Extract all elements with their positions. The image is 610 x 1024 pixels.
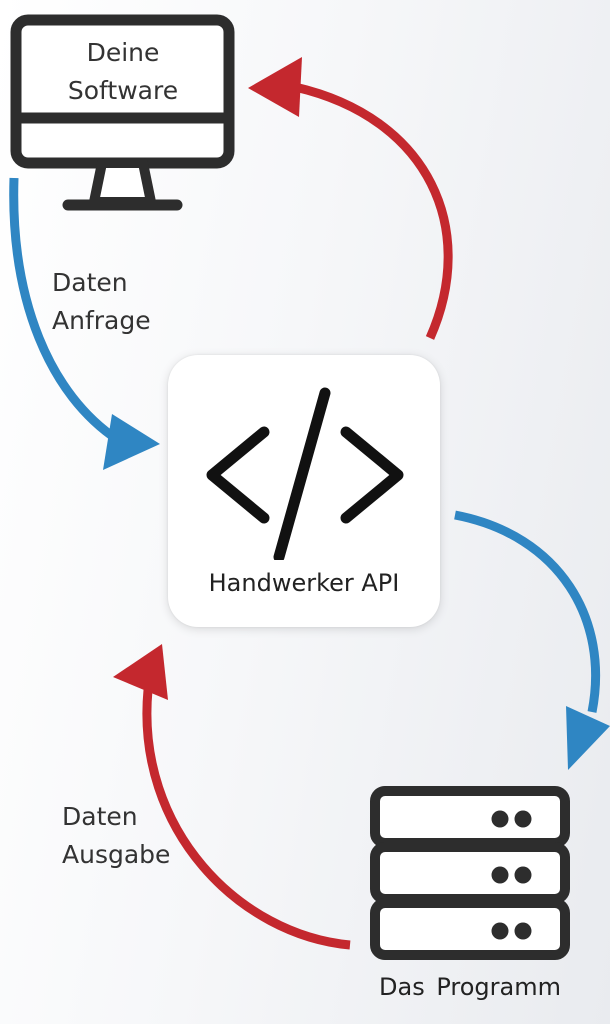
request-arrowhead-to-program — [566, 706, 610, 770]
code-icon — [206, 387, 404, 560]
output-flow-label-line2: Ausgabe — [62, 840, 171, 869]
software-label: Deine Software — [28, 34, 218, 110]
api-title: Handwerker API — [208, 569, 400, 597]
monitor-icon — [10, 14, 235, 211]
response-arrowhead-to-software — [248, 57, 302, 117]
request-arrow-to-program — [454, 510, 600, 713]
software-label-line2: Software — [67, 76, 179, 105]
request-flow-label-line2: Anfrage — [52, 306, 151, 335]
request-arrowhead-to-api — [103, 414, 160, 470]
server-icon — [370, 786, 570, 960]
request-flow-label-line1: Daten — [52, 268, 128, 297]
response-arrow-to-api — [142, 689, 351, 950]
request-flow-label: Daten Anfrage — [52, 264, 151, 340]
api-card: Handwerker API — [168, 355, 440, 627]
response-arrowhead-to-api — [113, 644, 168, 700]
request-arrow-to-api — [9, 177, 121, 444]
response-arrow-to-software — [293, 82, 453, 340]
output-flow-label: Daten Ausgabe — [62, 798, 170, 874]
software-label-line1: Deine — [86, 38, 160, 67]
output-flow-label-line1: Daten — [62, 802, 138, 831]
program-title: Das Programm — [379, 973, 561, 1001]
